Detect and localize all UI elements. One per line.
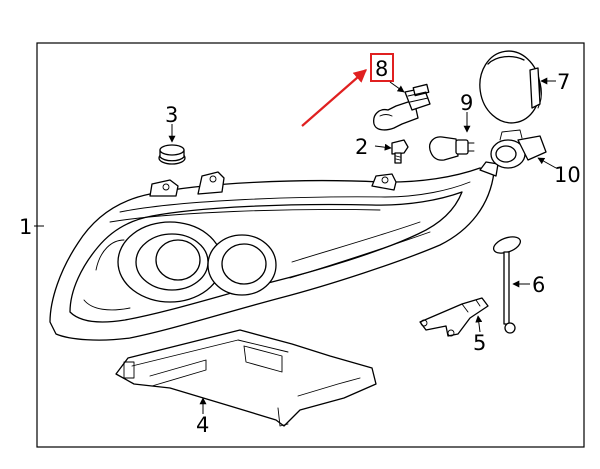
part-2-screw xyxy=(391,139,409,164)
callout-5: 5 xyxy=(473,331,486,355)
part-7-cover xyxy=(479,50,542,124)
part-10-socket xyxy=(490,129,547,169)
part-8-bulb xyxy=(373,83,431,131)
part-9-bulb xyxy=(428,136,475,161)
callout-1: 1 xyxy=(19,215,32,239)
part-5-bracket xyxy=(419,297,489,337)
part-4-shield xyxy=(115,329,377,427)
callout-10: 10 xyxy=(554,163,581,187)
callout-4: 4 xyxy=(196,413,209,437)
diagram-frame xyxy=(36,42,585,448)
callout-8-highlight-box xyxy=(370,53,394,82)
part-3-grommet xyxy=(158,144,186,165)
callout-2: 2 xyxy=(355,135,368,159)
headlamp-assembly xyxy=(49,161,499,341)
part-6-sensor xyxy=(492,236,522,334)
callout-3: 3 xyxy=(165,103,178,127)
callout-6: 6 xyxy=(532,273,545,297)
callout-7: 7 xyxy=(557,70,570,94)
callout-8: 8 xyxy=(375,57,388,81)
callout-9: 9 xyxy=(460,91,473,115)
callout-8-red-arrow xyxy=(301,69,367,127)
